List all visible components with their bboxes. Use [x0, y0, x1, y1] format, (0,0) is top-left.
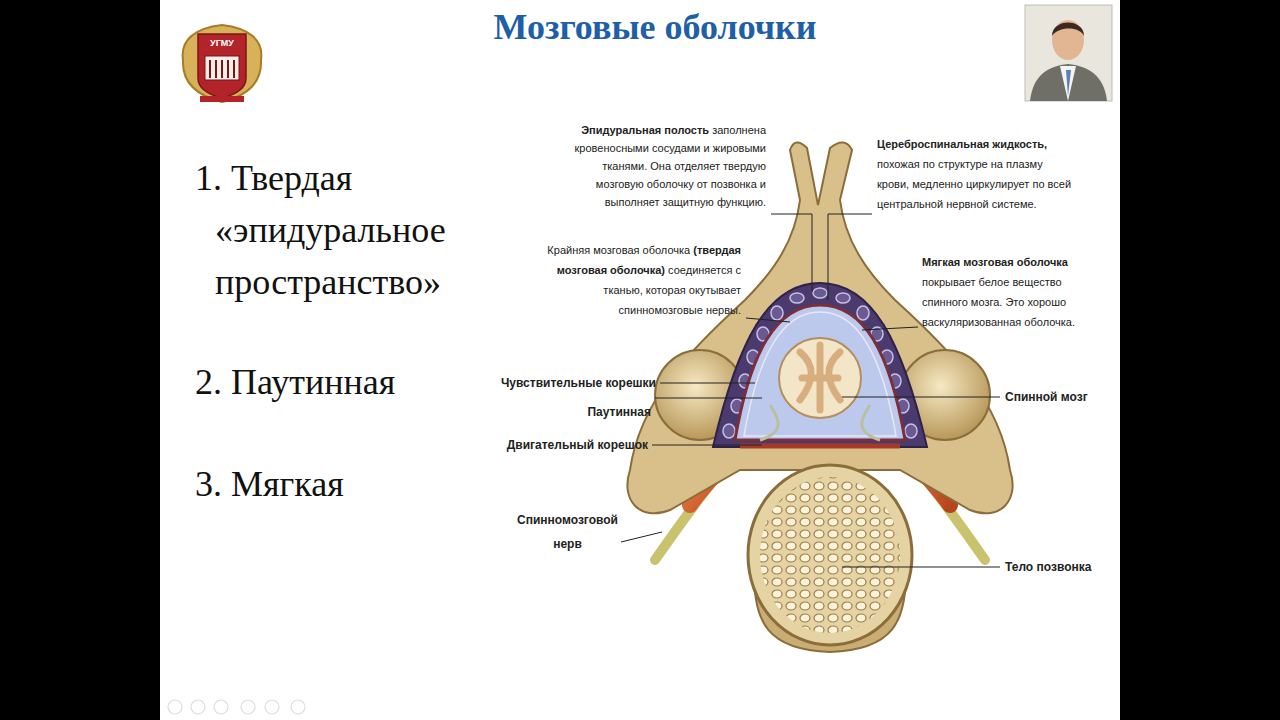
list-item: 1. Твердая «эпидуральное пространство» — [195, 152, 520, 308]
leader-line — [621, 532, 662, 542]
leader-line — [652, 445, 762, 446]
annotation: Мягкая мозговая оболочка покрывает белое… — [922, 252, 1082, 332]
part-label: Тело позвонка — [1005, 559, 1091, 575]
leader-line — [828, 214, 872, 300]
logo-columns — [210, 60, 234, 78]
shape-circle — [265, 700, 279, 714]
vertebral-body — [748, 465, 912, 645]
shape-ellipse — [790, 293, 804, 303]
shape-circle — [214, 700, 228, 714]
part-label: Чувствительные корешки — [501, 375, 656, 391]
shape-ellipse — [771, 306, 783, 320]
shape-circle — [191, 700, 205, 714]
logo-building — [205, 56, 239, 80]
university-logo — [183, 25, 262, 102]
part-label: Паутинная — [587, 404, 651, 420]
annotation: Крайняя мозговая оболочка (твердая мозго… — [541, 240, 741, 320]
part-label: Спинномозговой нерв — [505, 508, 630, 556]
leader-line — [660, 383, 755, 384]
shape-ellipse — [723, 424, 735, 438]
slide-background — [160, 0, 1120, 720]
logo-text: УГМУ — [206, 37, 238, 49]
shape-circle — [241, 700, 255, 714]
list-item: 3. Мягкая — [195, 458, 344, 510]
epidural-space — [713, 283, 927, 447]
part-label: Спинной мозг — [1005, 389, 1088, 405]
arachnoid — [744, 312, 896, 436]
ligament — [740, 444, 900, 449]
annotation: Цереброспинальная жидкость, похожая по с… — [877, 134, 1077, 214]
shape-ellipse — [857, 306, 869, 320]
grey-matter — [800, 345, 840, 410]
slide-title: Мозговые оболочки — [380, 6, 930, 48]
hair — [1052, 23, 1084, 37]
shape-ellipse — [905, 424, 917, 438]
photo-frame — [1025, 5, 1112, 101]
leader-line — [842, 397, 1000, 398]
tie — [1066, 70, 1071, 96]
part-label: Двигательный корешок — [507, 437, 648, 453]
laurel-wreath — [183, 25, 262, 102]
leader-lines — [621, 214, 1000, 567]
shape-ellipse — [813, 288, 827, 298]
leader-line — [862, 327, 918, 330]
list-item: 2. Паутинная — [195, 356, 395, 408]
slideshow-toolbar — [168, 700, 305, 714]
trabecular-bone — [760, 477, 900, 633]
shape-circle — [291, 700, 305, 714]
suit — [1030, 64, 1107, 101]
face — [1052, 20, 1084, 60]
dura-mater — [735, 305, 905, 440]
logo-ribbon — [200, 96, 244, 102]
logo-shield — [198, 34, 246, 98]
shirt — [1060, 66, 1076, 101]
lecturer-photo — [1025, 5, 1112, 101]
spinal-cord — [779, 338, 861, 418]
shape-ellipse — [836, 293, 850, 303]
leader-line — [655, 398, 762, 399]
leader-line — [746, 318, 790, 322]
shape-circle — [168, 700, 182, 714]
annotation: Эпидуральная полость заполнена кровеносн… — [556, 121, 766, 211]
rootlets — [760, 405, 880, 440]
leader-line — [842, 567, 1000, 568]
leader-line — [771, 214, 812, 292]
